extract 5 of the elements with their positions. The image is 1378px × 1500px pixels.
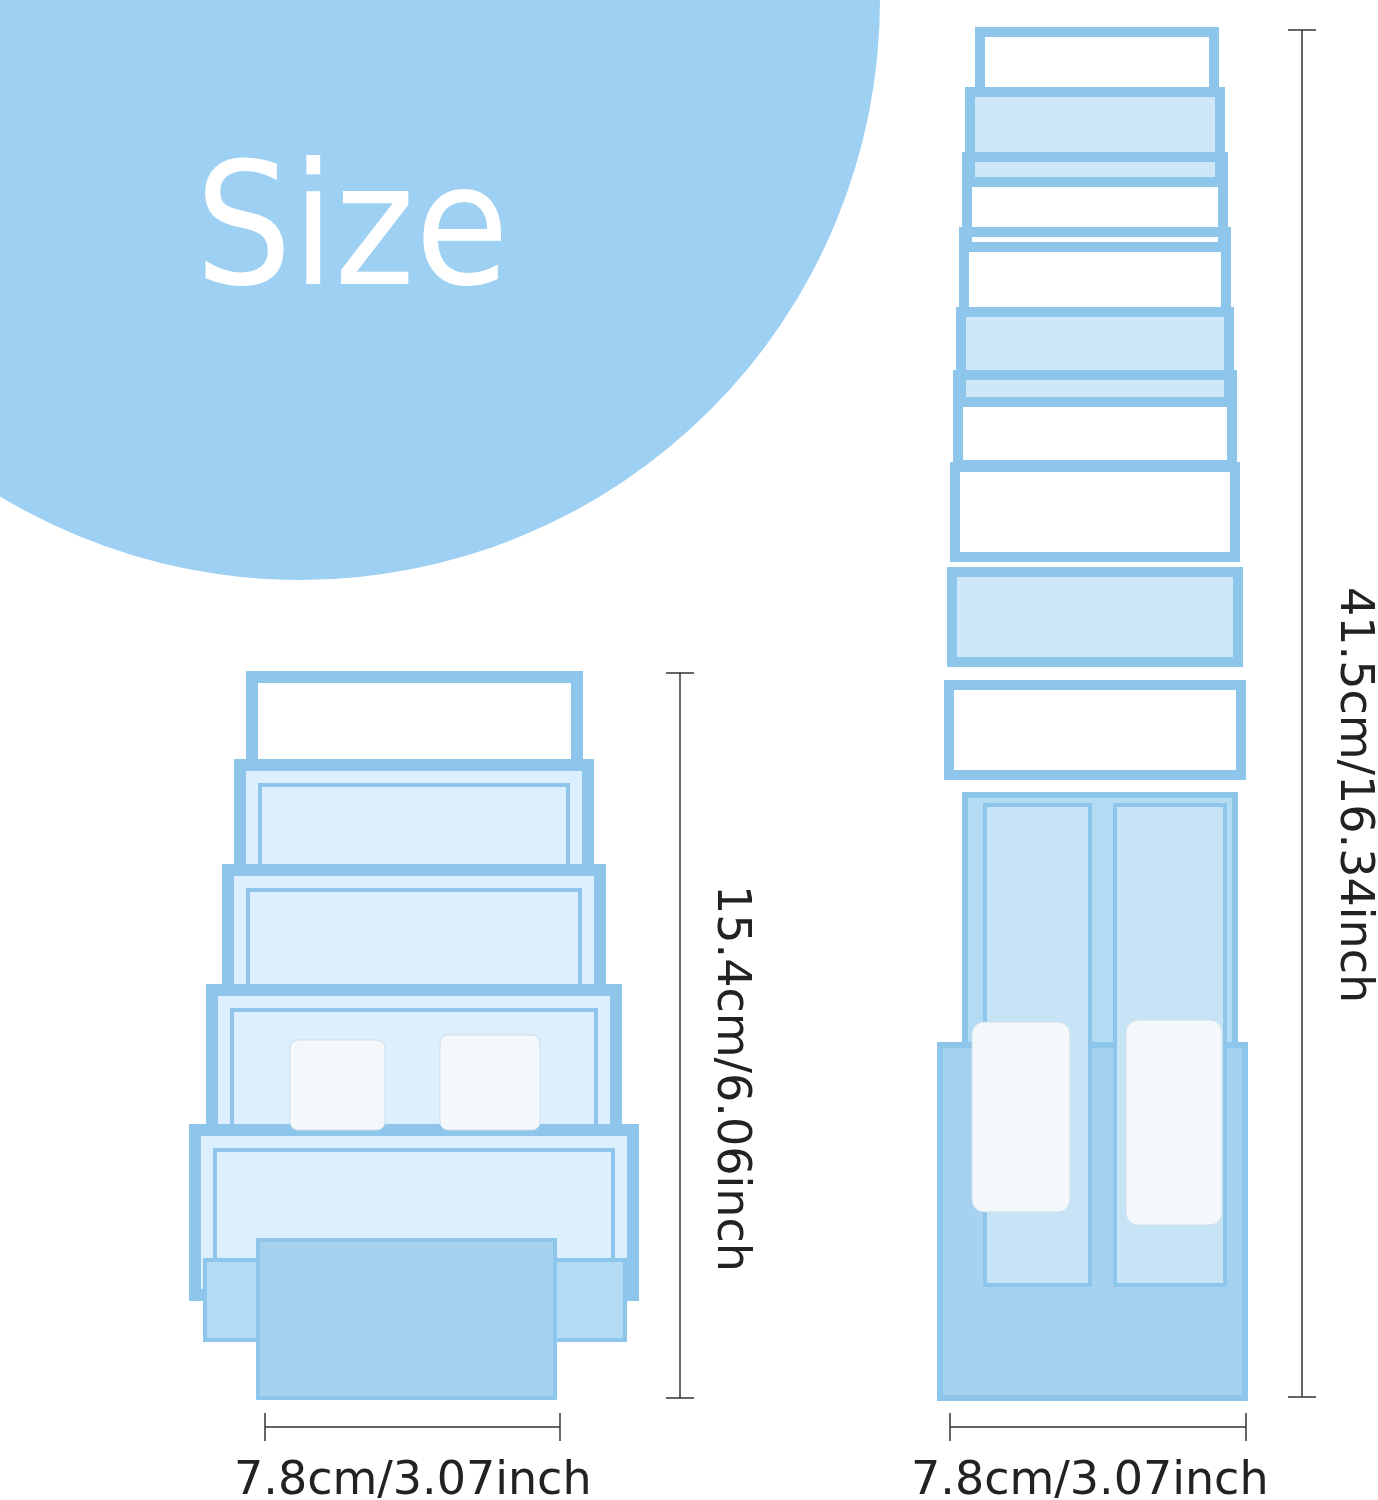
dimension-label: 7.8cm/3.07inch [911, 1455, 1269, 1500]
dimension-label: 7.8cm/3.07inch [234, 1455, 592, 1500]
dimension-label: 15.4cm/6.06inch [711, 884, 757, 1272]
dimension-label: 41.5cm/16.34inch [1334, 587, 1378, 1004]
title: Size [195, 140, 510, 310]
